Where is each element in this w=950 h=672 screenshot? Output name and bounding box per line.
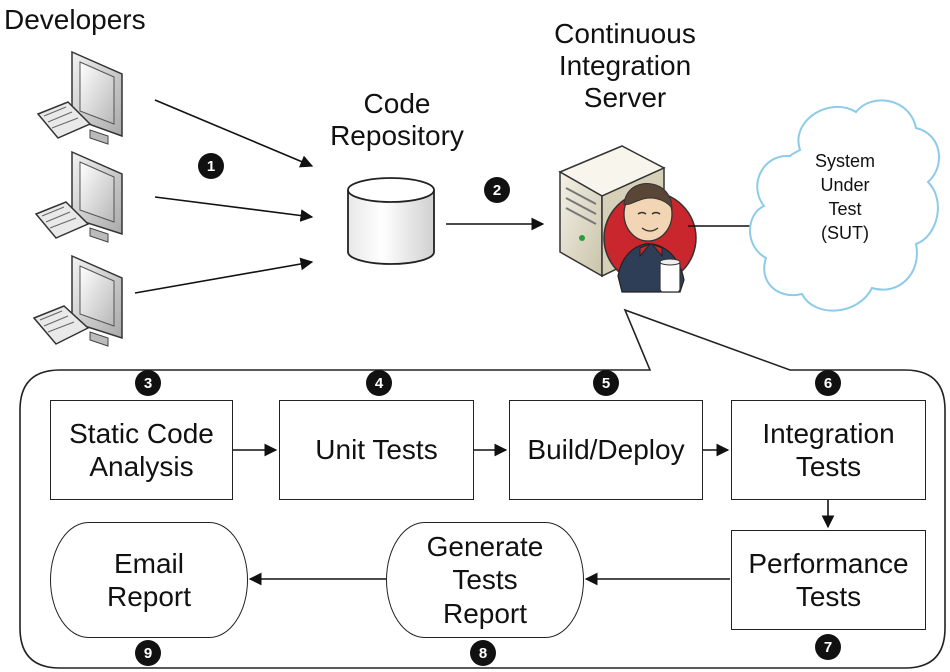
database-icon	[347, 177, 435, 265]
performance-tests-box: Performance Tests	[731, 530, 926, 630]
developers-label: Developers	[4, 4, 146, 35]
step-badge-8: 8	[470, 640, 496, 666]
build-deploy-box: Build/Deploy	[509, 400, 703, 500]
step-badge-2: 2	[484, 177, 510, 203]
step-badge-6: 6	[815, 370, 841, 396]
static-code-analysis-box: Static Code Analysis	[50, 400, 233, 500]
step-badge-3: 3	[135, 370, 161, 396]
step-badge-1: 1	[198, 153, 224, 179]
integration-tests-box: Integration Tests	[731, 400, 926, 500]
unit-tests-box: Unit Tests	[279, 400, 474, 500]
code-repository-label: Code Repository	[330, 88, 464, 152]
developer-computer-icon	[36, 50, 123, 145]
step-badge-4: 4	[366, 370, 392, 396]
step-badge-9: 9	[135, 640, 161, 666]
generate-tests-report-box: Generate Tests Report	[386, 522, 584, 638]
developer-computer-icon	[32, 254, 123, 347]
sut-label: System Under Test (SUT)	[814, 151, 875, 243]
step-badge-7: 7	[815, 634, 841, 660]
step-badge-5: 5	[593, 370, 619, 396]
ci-server-label: Continuous Integration Server	[554, 18, 696, 114]
cloud-icon	[749, 99, 941, 312]
jenkins-server-icon	[558, 145, 697, 293]
developer-computer-icon	[34, 150, 123, 243]
email-report-box: Email Report	[50, 522, 248, 638]
pipeline-container	[19, 308, 946, 669]
